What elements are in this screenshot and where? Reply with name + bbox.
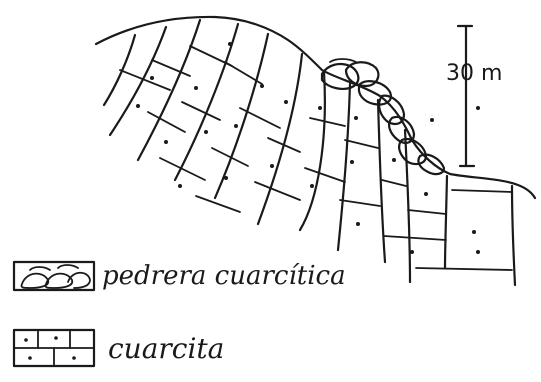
quartzite-bedding-lines — [104, 20, 515, 285]
scale-bar — [458, 26, 474, 166]
quartzite-grain-dots — [136, 42, 480, 254]
legend-symbol-brick — [14, 330, 94, 366]
legend-symbol-conglomerate — [14, 262, 94, 290]
legend-label-cuarcita: cuarcita — [108, 332, 224, 365]
scale-label: 30 m — [446, 61, 502, 86]
legend-label-pedrera: pedrera cuarcítica — [102, 261, 346, 291]
quartzite-scree-pebbles — [322, 59, 444, 174]
legend-item-cuarcita: cuarcita — [14, 330, 224, 366]
legend-item-pedrera: pedrera cuarcítica — [14, 261, 346, 291]
